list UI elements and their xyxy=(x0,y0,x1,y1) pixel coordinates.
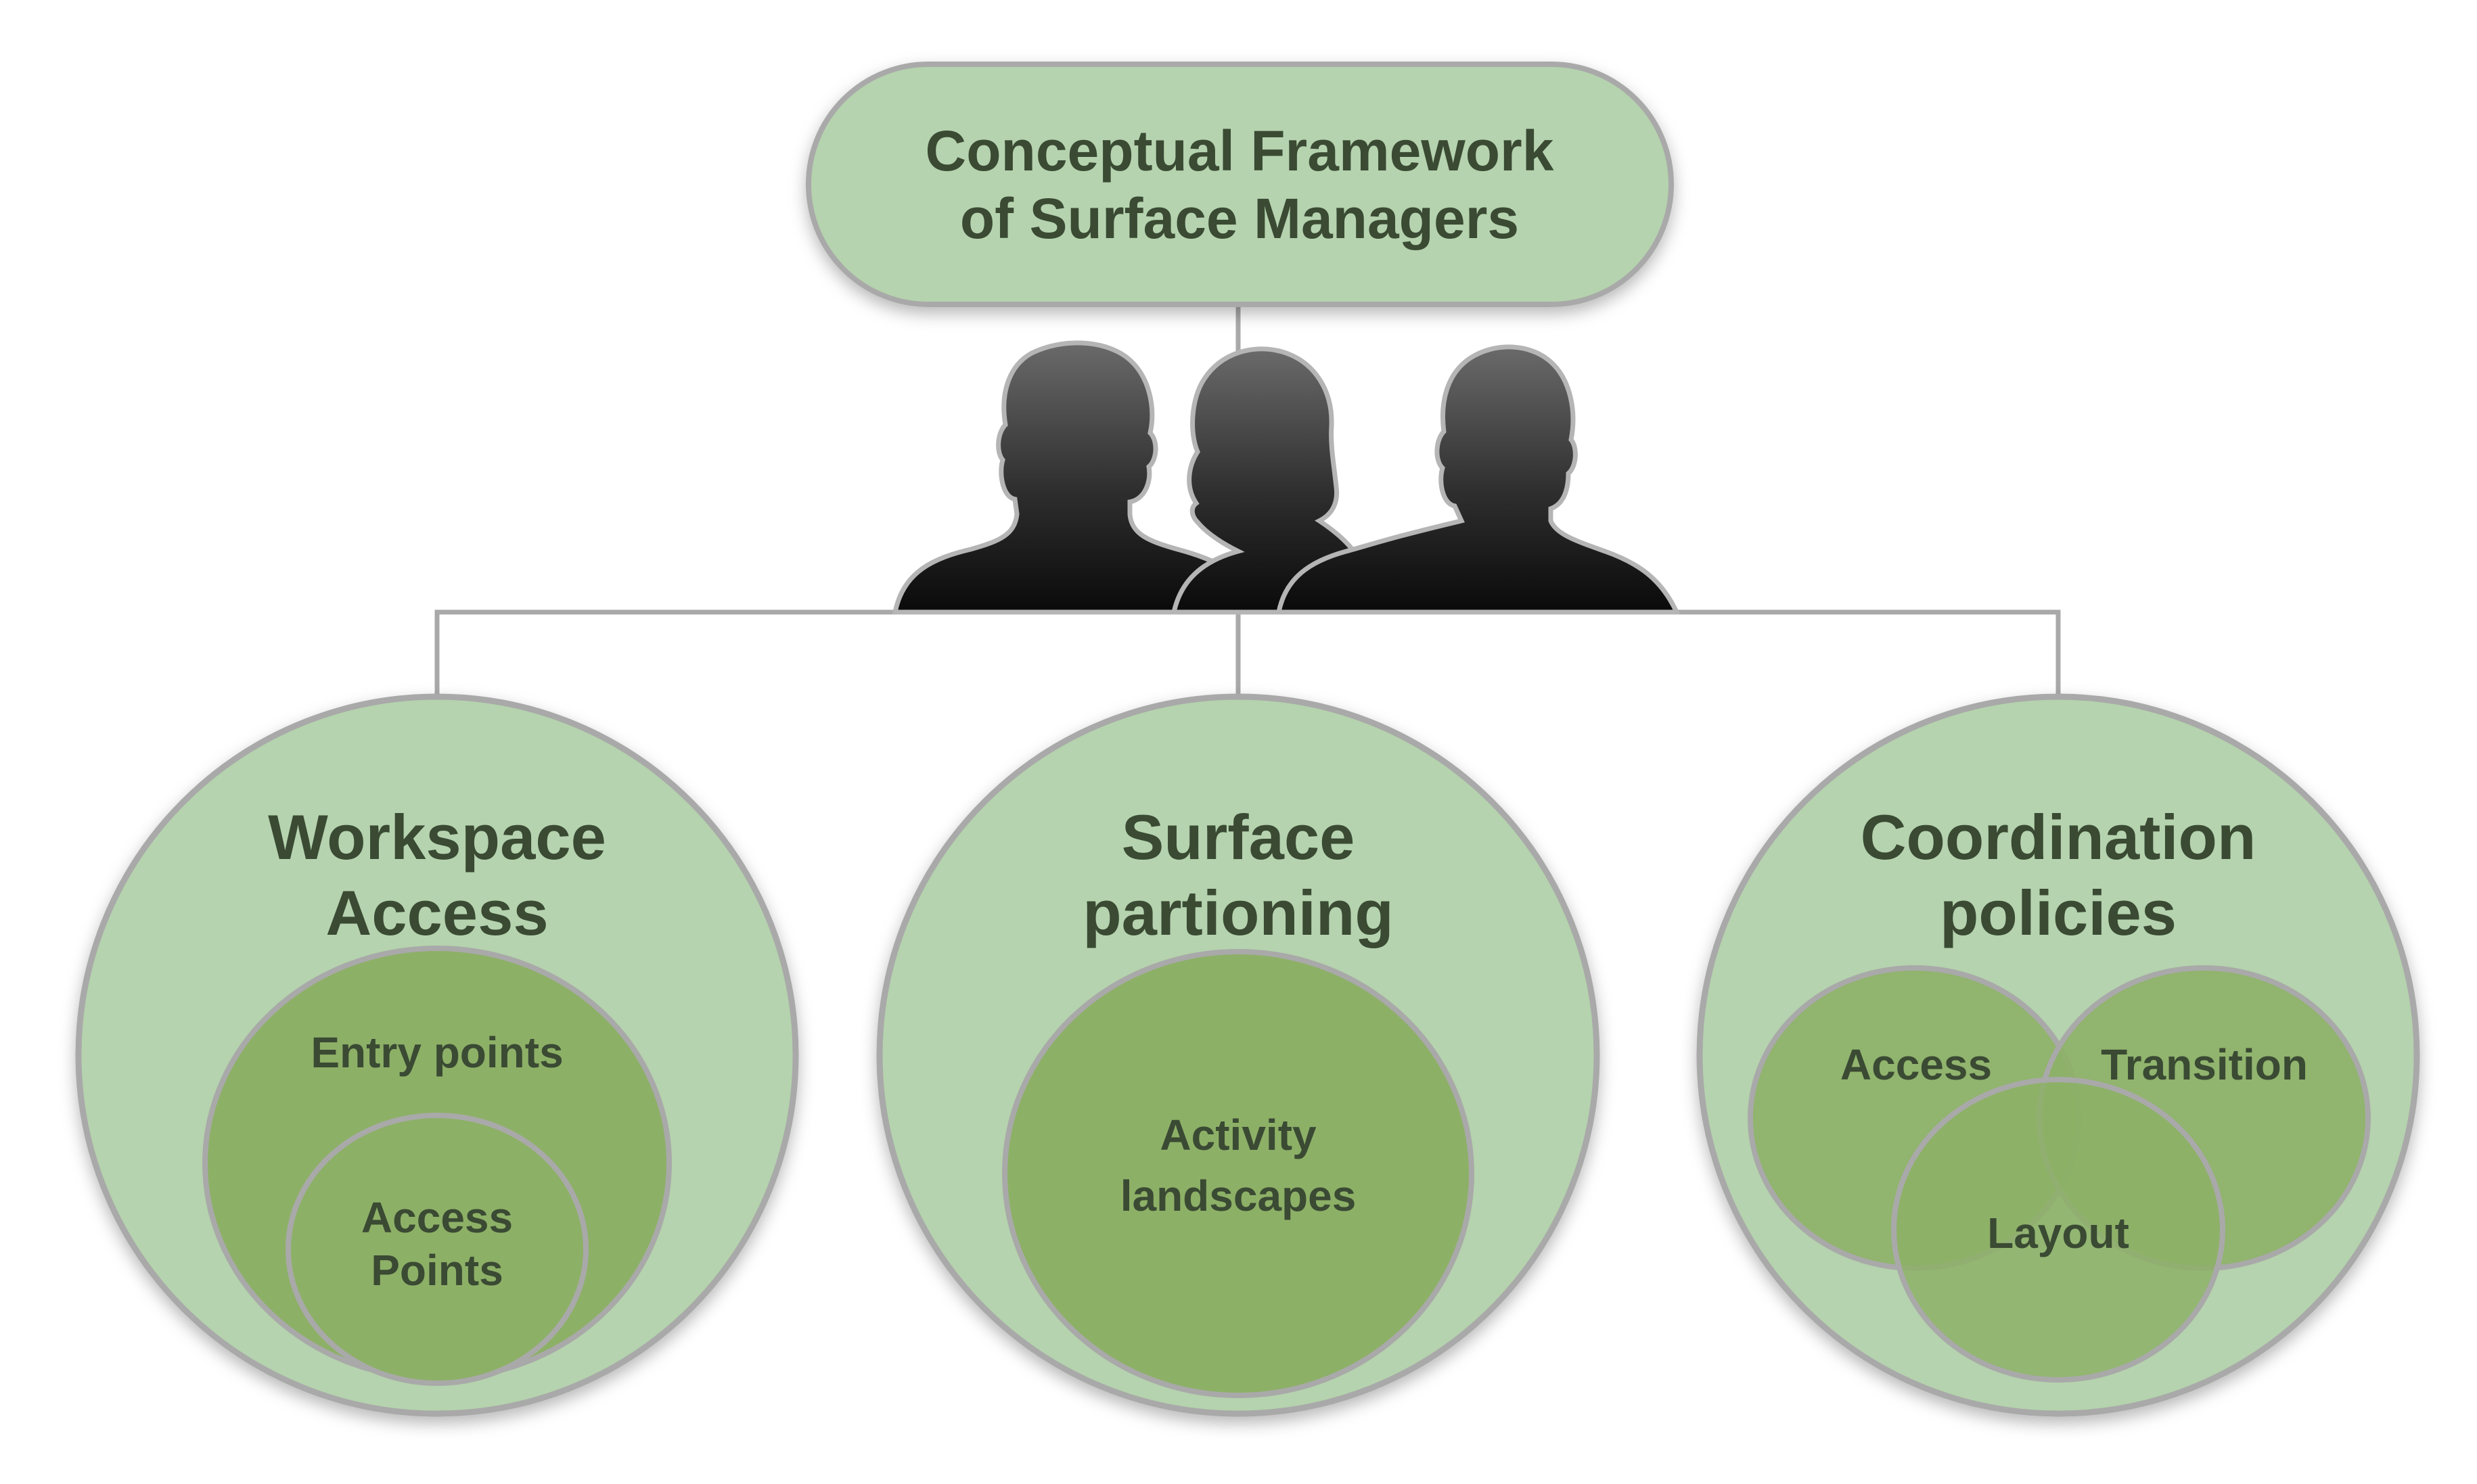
item-label-entry-points: Entry points xyxy=(311,1028,563,1077)
category-title-line-1: Surface xyxy=(1122,802,1355,873)
item-label-access-points-line-2: Points xyxy=(371,1246,503,1295)
category-title-line-1: Workspace xyxy=(268,802,606,873)
users-group-silhouette-icon xyxy=(892,340,1681,615)
branch-line xyxy=(434,609,2061,697)
category-title-line-1: Coordination xyxy=(1861,802,2256,873)
item-label-access: Access xyxy=(1840,1040,1992,1089)
title-pill xyxy=(806,62,1674,307)
person-silhouette-icon xyxy=(1275,344,1681,615)
category-workspace-access: Workspace Access Entry points Access Poi… xyxy=(75,693,799,1417)
item-label-access-points-line-1: Access xyxy=(361,1193,513,1242)
item-circle-layout xyxy=(1891,1077,2225,1383)
category-coordination-policies: Coordination policies Access Transition … xyxy=(1696,693,2420,1417)
person-silhouette-icon xyxy=(1171,346,1380,615)
category-surface-partioning: Surface partioning Activity landscapes xyxy=(876,693,1600,1417)
title-line-2: of Surface Managers xyxy=(960,187,1519,250)
item-circle-access-points xyxy=(286,1113,589,1386)
item-label-activity-landscapes-line-2: landscapes xyxy=(1120,1172,1357,1220)
category-title-line-2: Access xyxy=(325,877,548,948)
item-circle-activity-landscapes xyxy=(1002,949,1474,1398)
item-label-layout: Layout xyxy=(1987,1209,2129,1257)
item-label-activity-landscapes-line-1: Activity xyxy=(1160,1111,1317,1159)
category-title-line-2: policies xyxy=(1940,877,2177,948)
category-title-line-2: partioning xyxy=(1083,877,1394,948)
title-node: Conceptual Framework of Surface Managers xyxy=(806,62,1674,307)
item-label-transition: Transition xyxy=(2101,1040,2308,1089)
person-silhouette-icon xyxy=(892,340,1266,615)
title-line-1: Conceptual Framework xyxy=(926,119,1554,183)
